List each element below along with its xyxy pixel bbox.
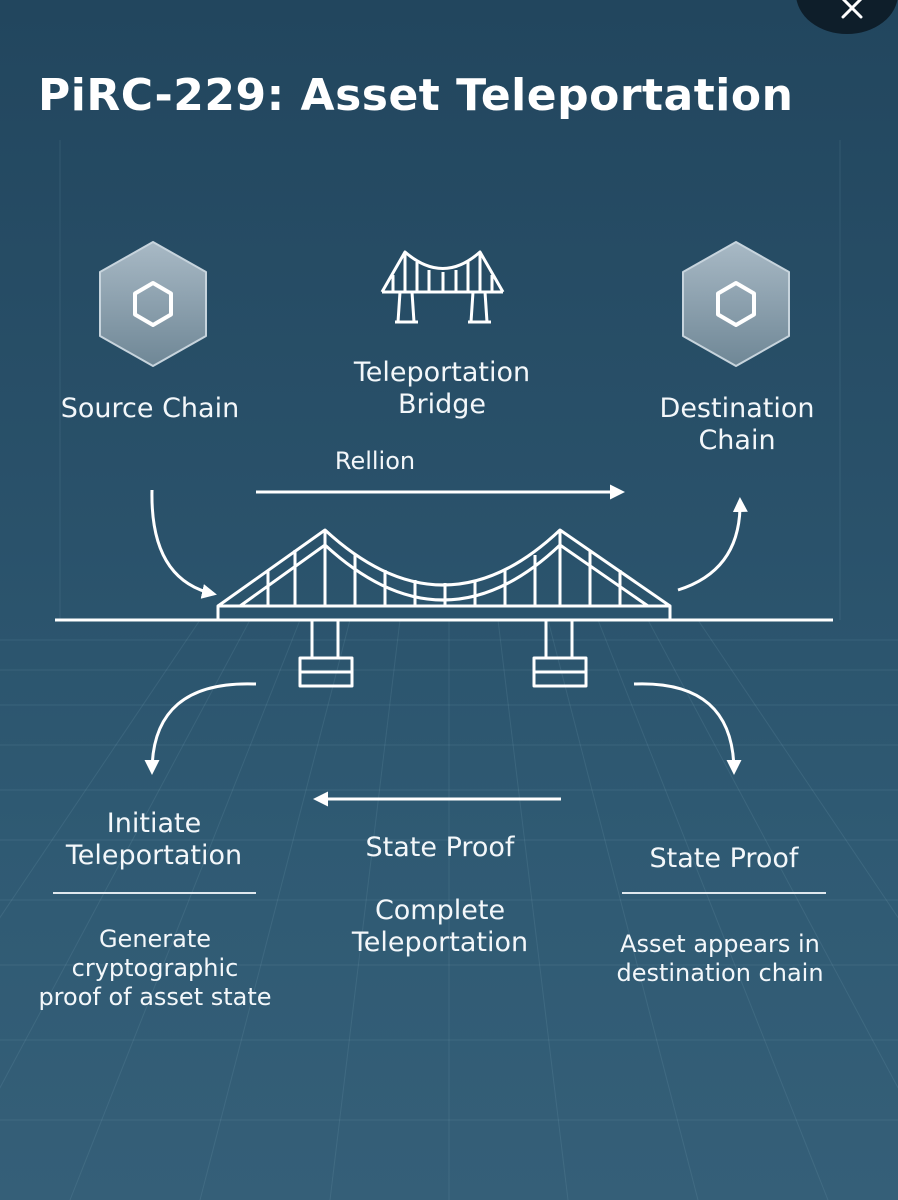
right-step-description: Asset appears in destination chain: [616, 930, 824, 987]
initiate-step-title: Initiate Teleportation: [65, 808, 243, 872]
right-step-divider: [622, 892, 826, 894]
arrow-to-right-step: [633, 682, 742, 775]
close-icon: [841, 0, 863, 19]
source-chain-label: Source Chain: [60, 393, 240, 424]
arrow-source-to-bridge: [150, 489, 217, 599]
arrow-to-initiate: [144, 682, 257, 775]
suspension-bridge-icon: [380, 250, 505, 324]
bridge-label: Teleportation Bridge: [353, 357, 531, 421]
background-grid: [0, 140, 898, 1200]
hexagon-chain-icon: [99, 241, 207, 367]
right-step-title: State Proof: [649, 843, 799, 874]
arrow-label-top: Rellion: [334, 447, 416, 475]
hexagon-chain-icon: [682, 241, 790, 367]
destination-chain-label: Destination Chain: [659, 393, 815, 457]
arrow-bridge-to-destination: [677, 497, 748, 592]
page-title: PiRC-229: Asset Teleportation: [38, 70, 794, 121]
initiate-step-description: Generate cryptographic proof of asset st…: [38, 925, 272, 1011]
middle-step-description: Complete Teleportation: [351, 895, 529, 959]
initiate-step-divider: [53, 892, 256, 894]
middle-step-title: State Proof: [365, 832, 515, 863]
bridge-illustration: [216, 528, 672, 688]
